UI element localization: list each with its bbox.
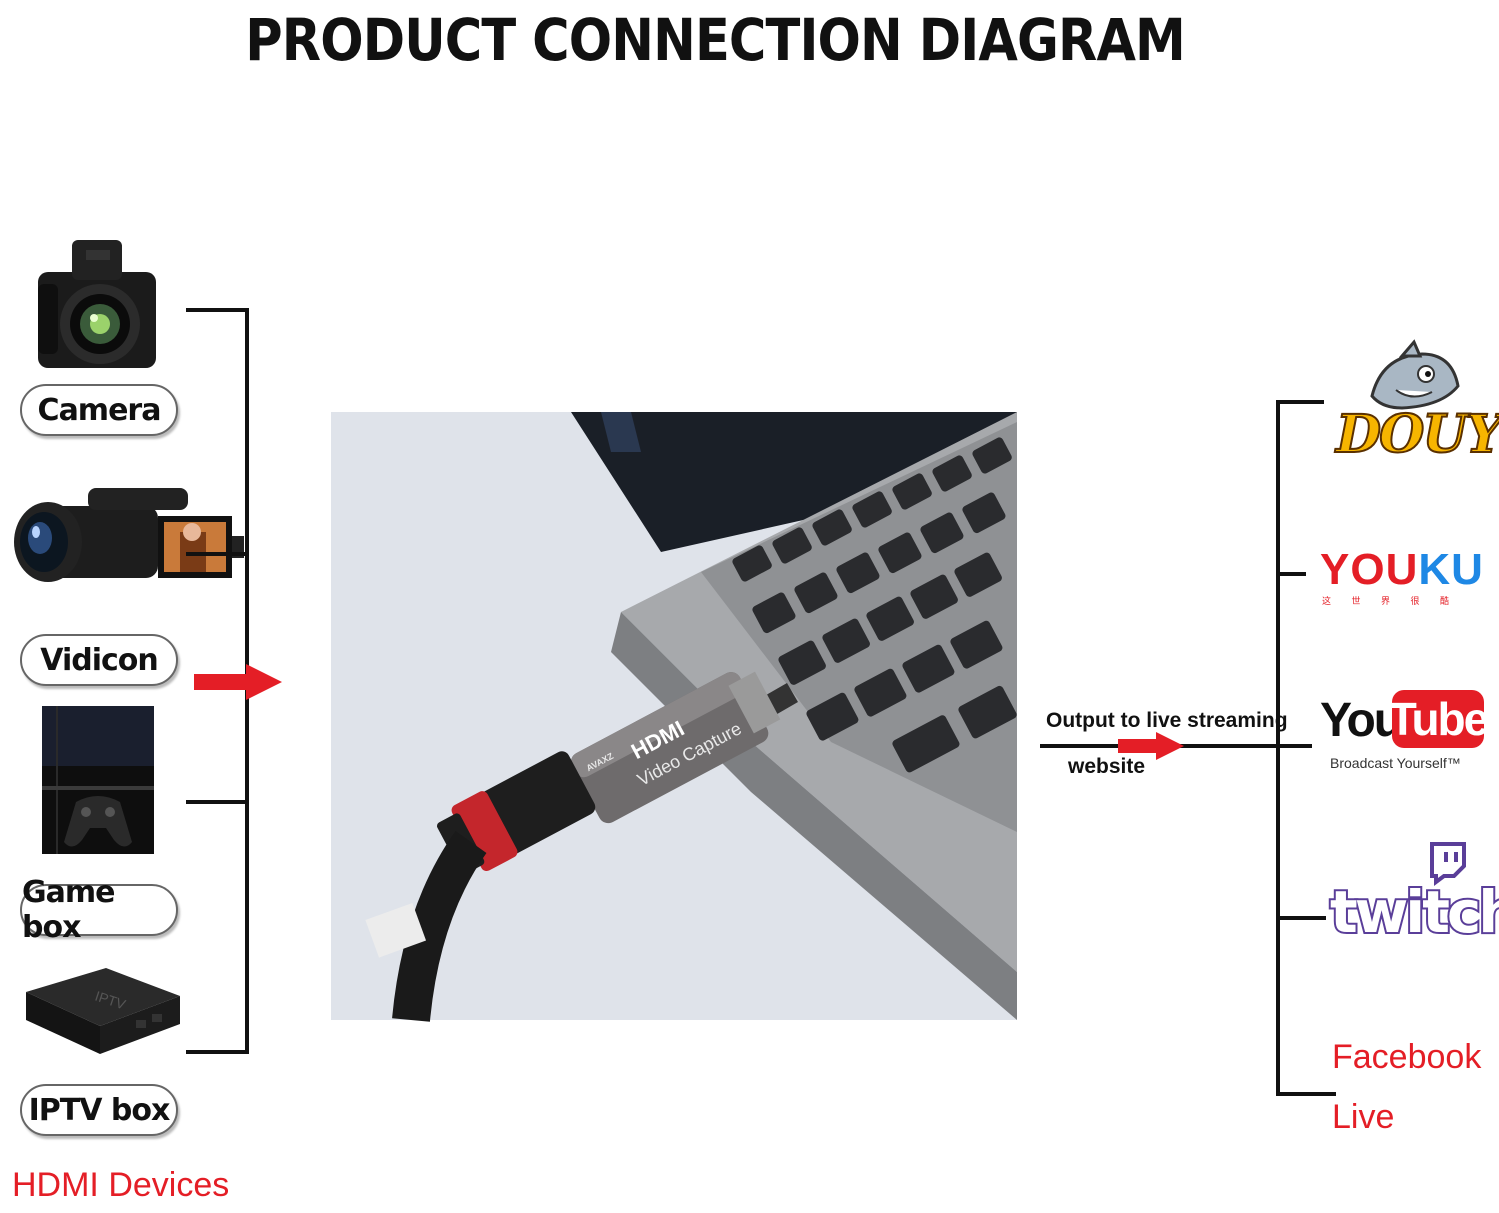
capture-card-photo: HDMI Video Capture AVAXZ <box>331 412 1017 1022</box>
camera-icon <box>38 240 156 368</box>
youku-slogan: 这 世 界 很 酷 <box>1322 596 1459 606</box>
hdmi-devices-label: HDMI Devices <box>12 1166 230 1204</box>
douyu-shark-icon <box>1370 339 1460 410</box>
device-label-camera: Camera <box>20 384 178 436</box>
output-label-line1: Output to live streaming <box>1046 709 1288 732</box>
capture-card: HDMI Video Capture AVAXZ <box>570 671 781 824</box>
facebook-live-label-line1: Facebook <box>1332 1038 1482 1076</box>
camcorder-icon <box>14 488 244 582</box>
device-label-iptv-box: IPTV box <box>20 1084 178 1136</box>
twitch-logo: twitch <box>1330 878 1499 946</box>
douyu-logo: DOUYU <box>1335 403 1499 466</box>
youku-logo: YOUKU <box>1320 545 1484 594</box>
tv-box-icon: IPTV <box>26 968 180 1054</box>
page-title: PRODUCT CONNECTION DIAGRAM <box>245 6 1186 74</box>
game-console-icon <box>42 706 154 854</box>
youtube-logo-tube: Tube <box>1389 690 1489 748</box>
keyboard-keys <box>732 437 1017 773</box>
device-label-game-box: Game box <box>20 875 178 945</box>
twitch-logo-outline: twitch <box>1328 876 1499 948</box>
device-label-vidicon: Vidicon <box>20 634 178 686</box>
output-label-line2: website <box>1068 755 1146 778</box>
youtube-slogan: Broadcast Yourself™ <box>1330 755 1461 771</box>
youtube-logo-you: You <box>1320 694 1403 747</box>
twitch-glitch-icon <box>1430 842 1466 886</box>
facebook-live-label-line2: Live <box>1332 1098 1395 1136</box>
